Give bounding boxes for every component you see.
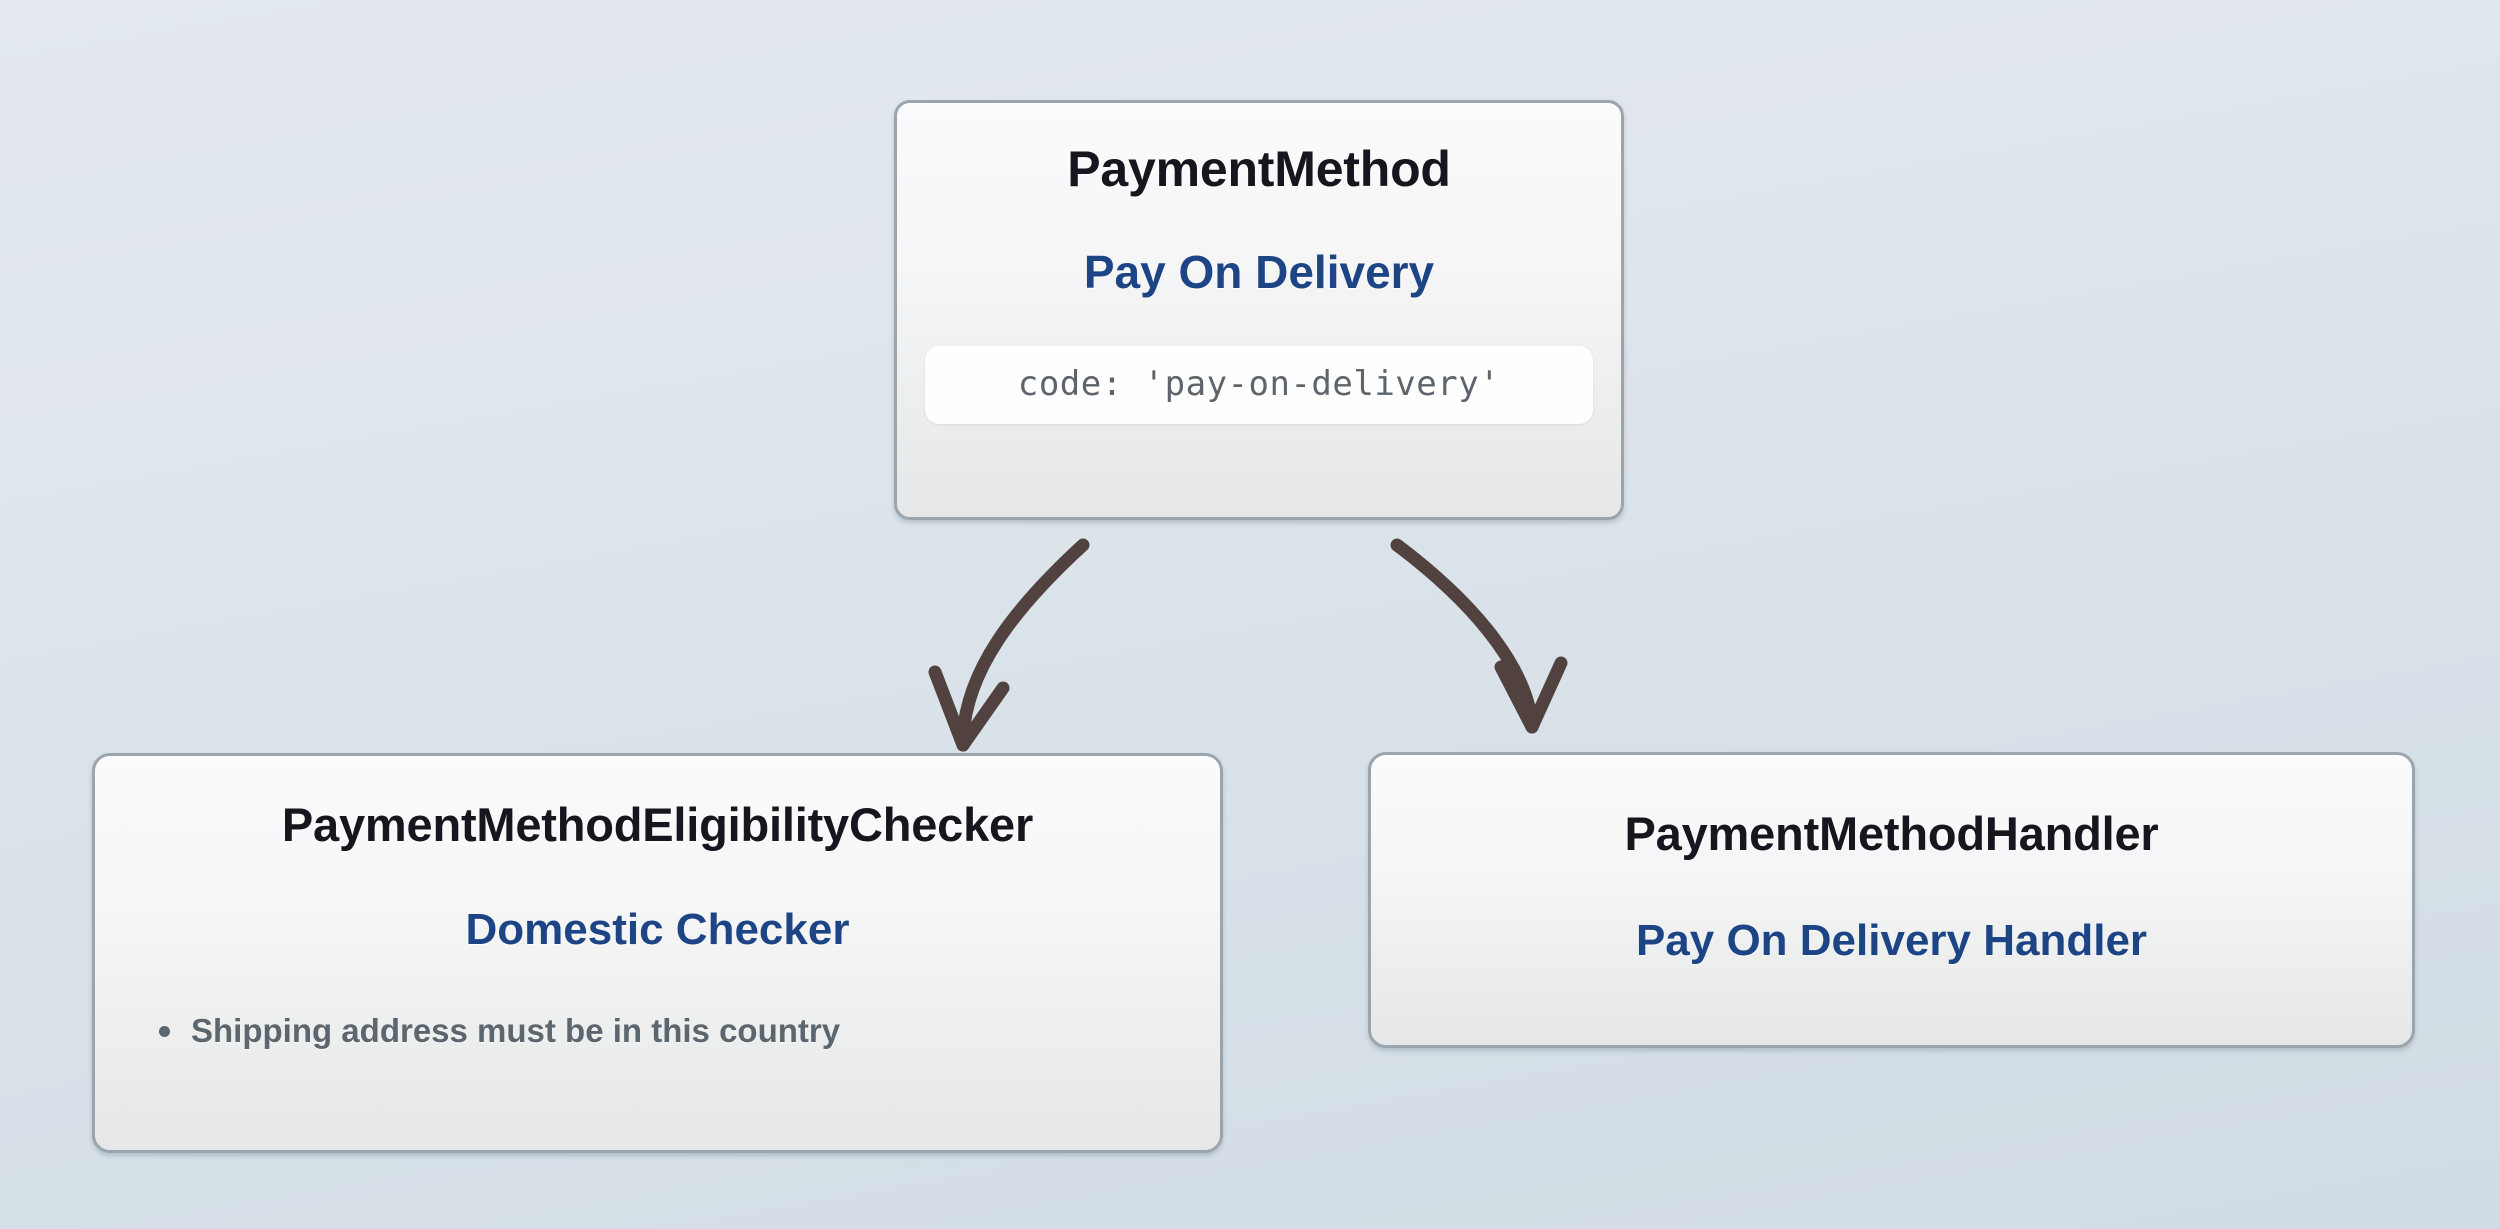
node-type-label: PaymentMethod	[1067, 141, 1451, 197]
node-payment-method-handler[interactable]: PaymentMethodHandler Pay On Delivery Han…	[1368, 752, 2415, 1048]
node-payment-method-eligibility-checker[interactable]: PaymentMethodEligibilityChecker Domestic…	[92, 753, 1223, 1153]
node-name-label: Domestic Checker	[465, 905, 850, 955]
edge-root-to-handler	[1390, 538, 1568, 734]
edge-root-to-eligibility-checker	[928, 538, 1090, 752]
code-snippet-text: code: 'pay-on-delivery'	[1017, 363, 1501, 404]
code-snippet-box: code: 'pay-on-delivery'	[925, 345, 1593, 424]
node-payment-method[interactable]: PaymentMethod Pay On Delivery code: 'pay…	[894, 100, 1624, 520]
node-type-label: PaymentMethodHandler	[1624, 807, 2159, 860]
node-name-label: Pay On Delivery	[1083, 245, 1435, 298]
node-type-label: PaymentMethodEligibilityChecker	[281, 798, 1034, 851]
node-name-label: Pay On Delivery Handler	[1635, 916, 2148, 966]
node-bullet-list: Shipping address must be in this country	[125, 1010, 1190, 1051]
list-item: Shipping address must be in this country	[153, 1010, 1190, 1051]
